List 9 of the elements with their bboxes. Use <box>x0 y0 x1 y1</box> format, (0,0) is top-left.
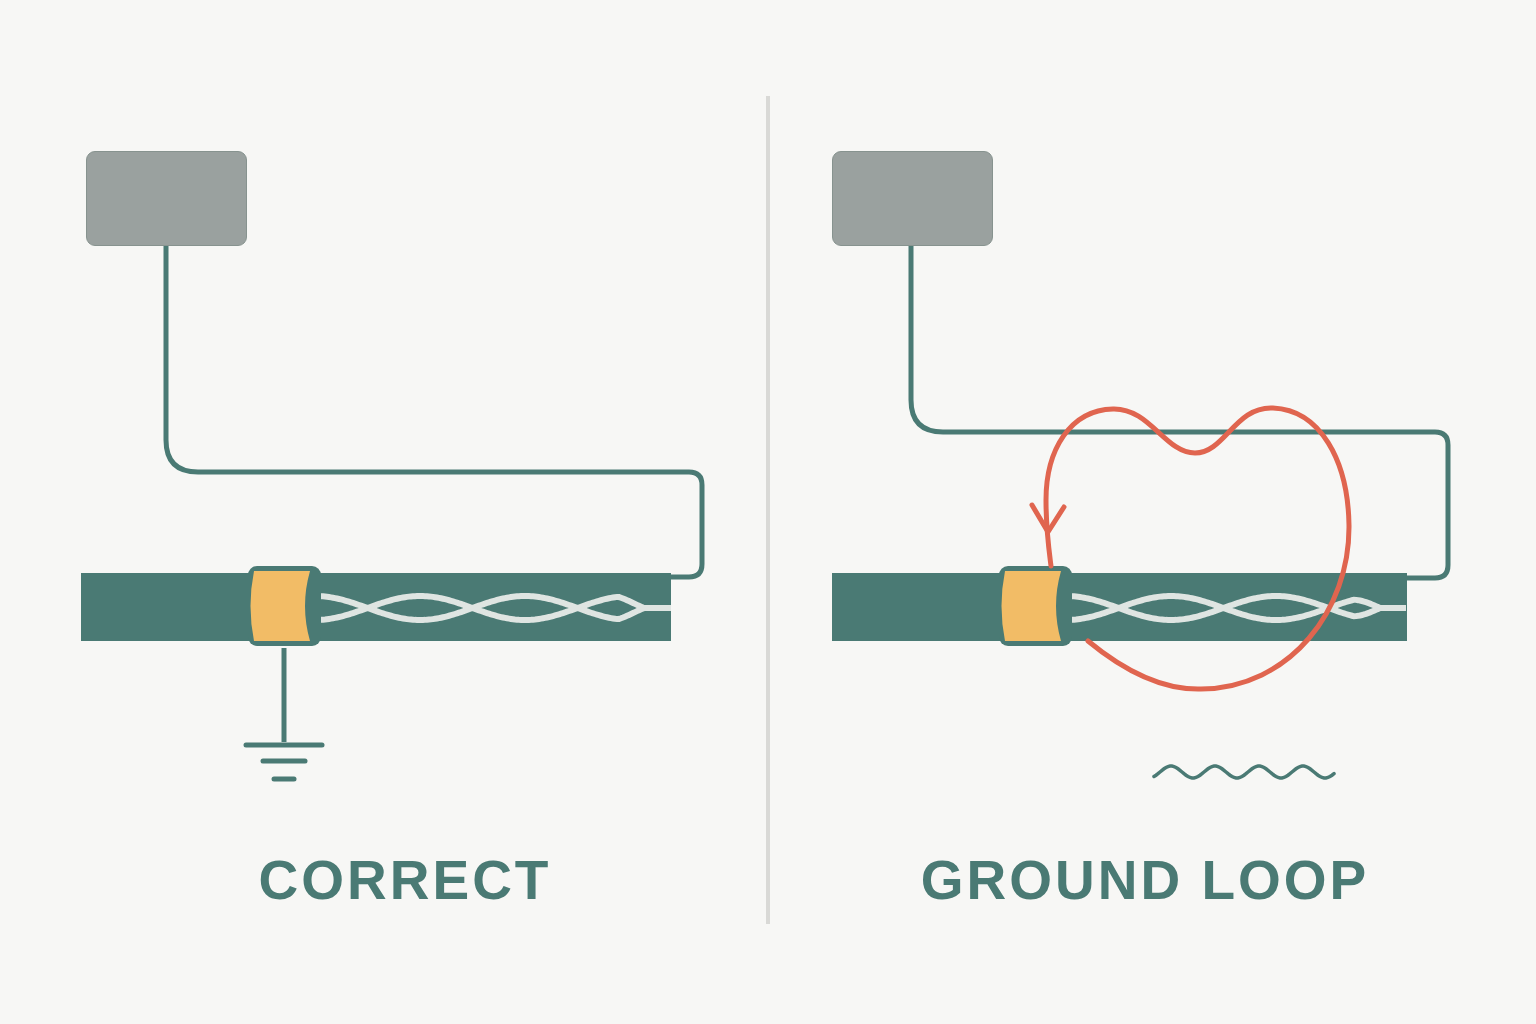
panel-label: GROUND LOOP <box>920 853 1370 908</box>
shielded-cable <box>81 564 671 648</box>
wire <box>908 246 1451 581</box>
panel-label: CORRECT <box>258 853 552 908</box>
device-box <box>86 151 247 246</box>
shielded-cable <box>832 564 1407 648</box>
wire <box>281 648 287 742</box>
device-box <box>832 151 993 246</box>
ground-symbol <box>243 742 325 782</box>
